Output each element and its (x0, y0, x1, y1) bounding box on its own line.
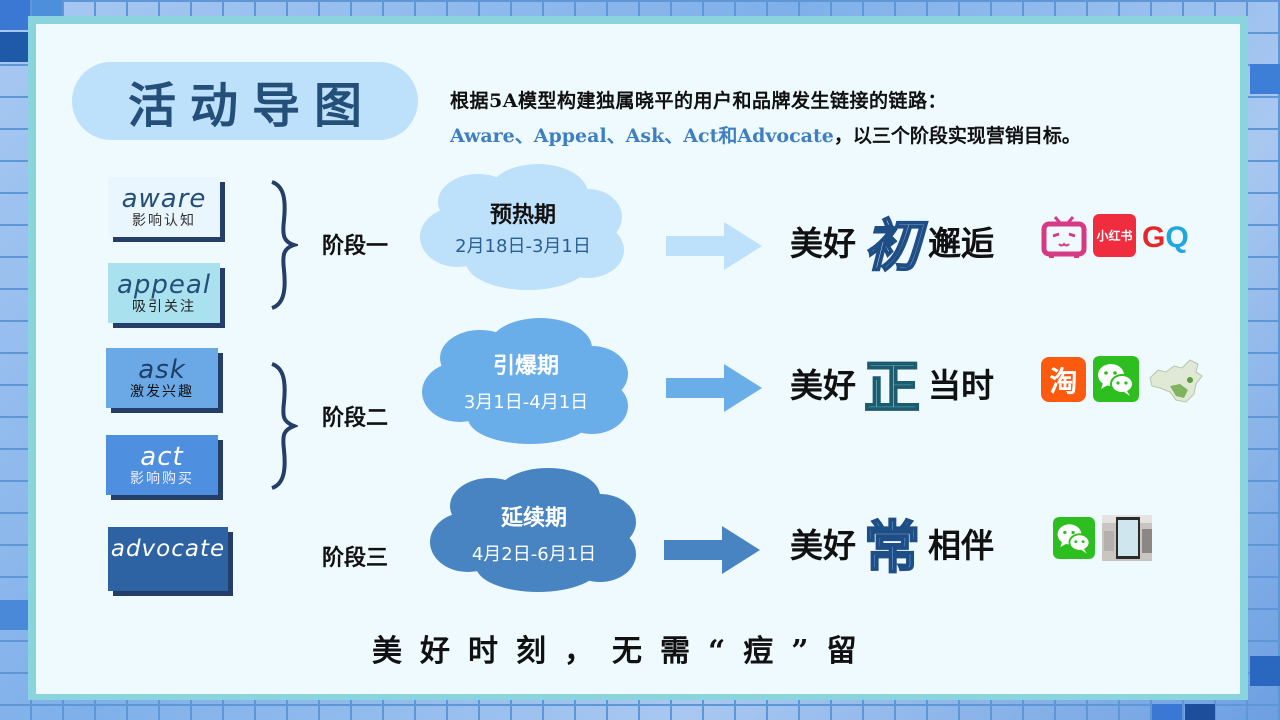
wechat-icon (1053, 517, 1095, 559)
footer-slogan: 美好时刻，无需“痘”留 (372, 634, 875, 669)
slogan-post: 相伴 (928, 526, 994, 565)
bilibili-icon (1041, 216, 1087, 258)
cloud-stage-1: 预热期 2月18日-3月1日 (418, 162, 628, 292)
gq-icon: GQ (1142, 222, 1189, 254)
card-aware: aware 影响认知 (108, 177, 220, 237)
border-tile (0, 0, 30, 30)
period-dates: 3月1日-4月1日 (463, 392, 589, 413)
card-ask: ask 激发兴趣 (106, 348, 218, 408)
brace-stage-2 (271, 362, 298, 490)
brace-stage-1 (271, 180, 298, 310)
card-advocate: advocate (108, 527, 228, 591)
card-en: advocate (110, 536, 226, 562)
card-en: aware (121, 184, 207, 214)
card-en: appeal (116, 270, 212, 300)
wechat-icon (1093, 356, 1139, 402)
card-act: act 影响购买 (106, 435, 218, 495)
card-en: act (140, 442, 184, 472)
cloud-stage-2: 引爆期 3月1日-4月1日 (420, 316, 632, 446)
slogan-pre: 美好 (790, 526, 856, 565)
period-name: 延续期 (500, 505, 567, 531)
title-pill: 活动导图 (72, 62, 418, 140)
intro-line-1: 根据5A模型构建独属晓平的用户和品牌发生链接的链路： (450, 90, 947, 112)
slogan-post: 邂逅 (928, 224, 994, 263)
border-tile (0, 600, 30, 630)
slogan-stage-2: 美好 正 当时 (790, 348, 994, 422)
border-tile (0, 32, 30, 62)
period-name: 预热期 (489, 202, 556, 228)
arrow-right-icon (666, 222, 762, 270)
slogan-highlight: 初 (863, 212, 921, 280)
arrow-right-icon (666, 364, 762, 412)
taobao-icon: 淘 (1041, 357, 1086, 402)
border-tile (1250, 656, 1280, 686)
slogan-post: 当时 (928, 366, 994, 405)
border-tile (1185, 704, 1215, 720)
period-dates: 2月18日-3月1日 (455, 236, 591, 257)
period-name: 引爆期 (492, 353, 559, 379)
card-en: ask (138, 355, 186, 385)
border-tile (1250, 64, 1280, 94)
slogan-pre: 美好 (790, 224, 856, 263)
card-appeal: appeal 吸引关注 (108, 263, 220, 323)
card-zh: 影响购买 (130, 471, 194, 487)
stage-label-3: 阶段三 (322, 545, 389, 571)
period-dates: 4月2日-6月1日 (471, 544, 597, 565)
xiaohongshu-icon: 小红书 (1093, 214, 1136, 257)
card-zh: 激发兴趣 (130, 384, 194, 400)
card-zh: 吸引关注 (132, 299, 196, 315)
page-title: 活动导图 (127, 78, 376, 134)
border-tile (1152, 704, 1182, 720)
china-map-icon (1149, 359, 1203, 403)
billboard-photo (1102, 515, 1152, 561)
slogan-stage-1: 美好 初 邂逅 (790, 206, 994, 280)
intro-line-2-rest: ，以三个阶段实现营销目标。 (833, 125, 1081, 147)
stage-label-2: 阶段二 (322, 405, 389, 431)
stage-label-1: 阶段一 (322, 233, 389, 259)
intro-5a-terms: Aware、Appeal、Ask、Act和Advocate (450, 125, 834, 147)
cloud-stage-3: 延续期 4月2日-6月1日 (428, 466, 640, 592)
slogan-pre: 美好 (790, 366, 856, 405)
intro-line-2: Aware、Appeal、Ask、Act和Advocate，以三个阶段实现营销目… (450, 121, 1081, 148)
slogan-highlight: 正 (863, 354, 921, 422)
card-zh: 影响认知 (132, 213, 196, 229)
slogan-highlight: 常 (863, 514, 921, 582)
intro-text: 根据5A模型构建独属晓平的用户和品牌发生链接的链路： Aware、Appeal、… (450, 86, 1081, 148)
slogan-stage-3: 美好 常 相伴 (790, 508, 994, 582)
arrow-right-icon (664, 526, 760, 574)
